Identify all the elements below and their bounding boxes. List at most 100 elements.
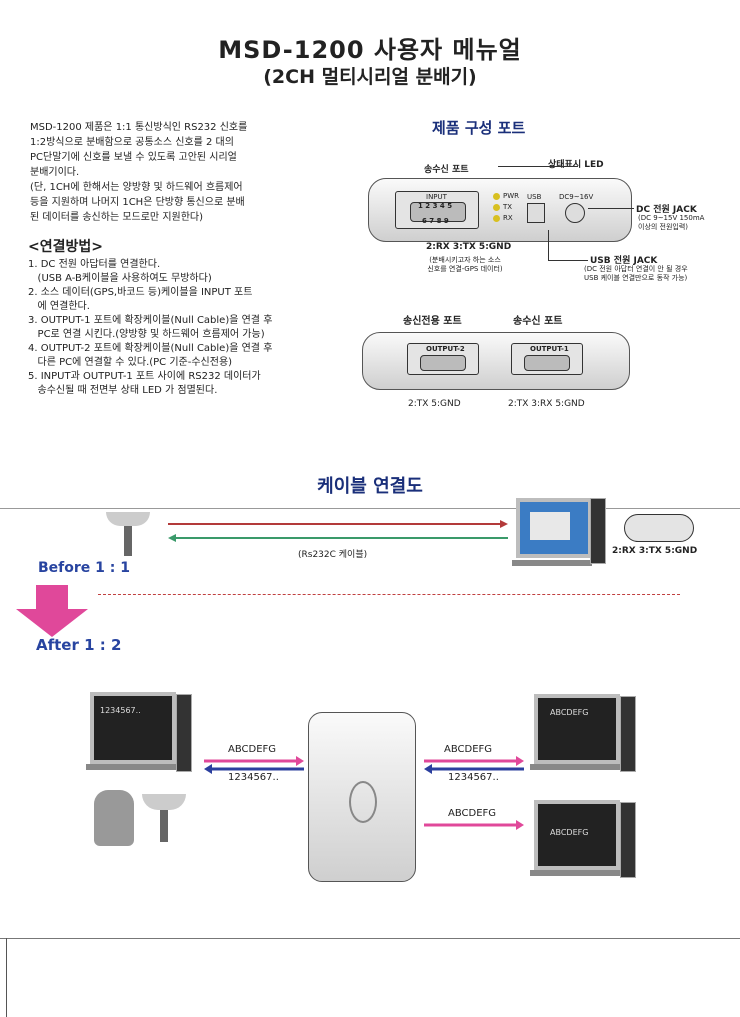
rear-pin-map-left: 2:TX 5:GND <box>408 399 461 409</box>
output2-label: OUTPUT-2 <box>426 345 465 353</box>
monitor-text: ABCDEFG <box>550 708 589 717</box>
step-line: 4. OUTPUT-2 포트에 확장케이블(Null Cable)을 연결 후 <box>28 343 273 354</box>
led-label: TX <box>503 203 513 211</box>
before-label: Before 1 : 1 <box>38 560 130 576</box>
scan-edge <box>6 938 7 1017</box>
scanner-stand-pole <box>160 810 168 842</box>
leader-line <box>588 208 634 209</box>
db9-connector <box>420 355 466 371</box>
down-arrow-icon <box>16 585 88 637</box>
txrx-port-label: 송수신 포트 <box>424 165 469 175</box>
db9-connector <box>524 355 570 371</box>
tx-only-port-label: 송신전용 포트 <box>403 316 462 327</box>
dc-jack-note: (DC 9~15V 150mA 이상의 전원입력) <box>638 214 705 231</box>
output1-label: OUTPUT-1 <box>530 345 569 353</box>
keyboard-icon <box>530 870 620 876</box>
usb-label: USB <box>527 193 542 201</box>
device-top-view <box>308 712 416 882</box>
arrow-right-icon <box>168 520 508 528</box>
arrow-label: ABCDEFG <box>448 808 497 819</box>
usb-jack-note: (DC 전원 아답터 연결이 안 될 경우 USB 케이블 연결만으로 동작 가… <box>584 265 688 282</box>
dashed-divider <box>98 594 680 595</box>
step-line: 2. 소스 데이터(GPS,바코드 등)케이블을 INPUT 포트 <box>28 287 253 298</box>
arrow-red <box>168 520 508 528</box>
db9-connector <box>410 202 466 222</box>
status-led-label: 상태표시 LED <box>548 160 604 170</box>
leader-line <box>548 260 588 261</box>
arrow-right-icon <box>204 756 304 766</box>
front-pin-map: 2:RX 3:TX 5:GND <box>426 242 512 252</box>
arrow-right-icon <box>424 820 524 830</box>
page-subtitle: (2CH 멀티시리얼 분배기) <box>263 66 477 88</box>
dc-jack-icon <box>565 203 585 223</box>
monitor-text: 1234567.. <box>100 706 141 715</box>
usb-jack-label: USB 전원 JACK <box>590 256 658 266</box>
leader-line <box>548 230 549 260</box>
window-icon <box>530 512 570 540</box>
after-label: After 1 : 2 <box>36 636 122 654</box>
output1-port: OUTPUT-1 <box>511 343 583 375</box>
step-line: 다른 PC에 연결할 수 있다.(PC 기준-수신전용) <box>28 357 233 368</box>
arrow-label: ABCDEFG <box>228 744 277 755</box>
arrow-left-icon <box>204 764 304 774</box>
device-rear: OUTPUT-2 OUTPUT-1 <box>362 332 630 390</box>
dc-jack-label: DC 전원 JACK <box>636 205 697 215</box>
barcode-scanner-icon <box>94 790 134 846</box>
arrow-label: 1234567.. <box>448 772 499 783</box>
leader-line <box>498 166 578 167</box>
arrow-green <box>168 534 508 542</box>
keyboard-icon <box>86 764 176 770</box>
connection-heading: <연결방법> <box>28 239 103 255</box>
led-pwr-icon <box>493 193 500 200</box>
led-rx-icon <box>493 215 500 222</box>
cable-label: (Rs232C 케이블) <box>298 550 368 560</box>
input-port-label: INPUT <box>426 193 447 201</box>
scanner-stand-pole <box>124 526 132 556</box>
step-line: (USB A-B케이블을 사용하여도 무방하다) <box>28 273 212 284</box>
pc-tower-icon <box>620 696 636 772</box>
pc-tower-icon <box>176 694 192 772</box>
device-logo-icon <box>349 781 377 823</box>
led-label: RX <box>503 214 513 222</box>
arrow-left-icon <box>424 764 524 774</box>
step-line: 3. OUTPUT-1 포트에 확장케이블(Null Cable)을 연결 후 <box>28 315 273 326</box>
device-front: INPUT 1 2 3 4 5 6 7 8 9 PWR TX RX USB DC… <box>368 178 632 242</box>
scanner-stand-icon <box>106 512 150 526</box>
cable-pin-map: 2:RX 3:TX 5:GND <box>612 546 698 556</box>
front-pin-note: (분배시키고자 하는 소스 신호를 연결-GPS 데이터) <box>427 256 503 273</box>
pc-tower-icon <box>590 498 606 564</box>
input-port: INPUT 1 2 3 4 5 6 7 8 9 <box>395 191 479 229</box>
step-line: 에 연결한다. <box>28 301 90 312</box>
divider <box>0 508 740 509</box>
keyboard-icon <box>512 560 592 566</box>
step-line: 송수신될 때 전면부 상태 LED 가 점멸된다. <box>28 385 218 396</box>
led-tx-icon <box>493 204 500 211</box>
arrow-left-icon <box>168 534 508 542</box>
led-label: PWR <box>503 192 520 200</box>
monitor-text: ABCDEFG <box>550 828 589 837</box>
arrow-right-icon <box>424 756 524 766</box>
scanner-stand-icon <box>142 794 186 810</box>
rear-pin-map-right: 2:TX 3:RX 5:GND <box>508 399 585 409</box>
dc-label: DC9~16V <box>559 193 594 201</box>
monitor-icon: ABCDEFG <box>534 800 620 870</box>
monitor-icon: ABCDEFG <box>534 694 620 764</box>
pc-tower-icon <box>620 802 636 878</box>
arrow-label: 1234567.. <box>228 772 279 783</box>
monitor-icon <box>516 498 592 558</box>
page-title: MSD-1200 사용자 메뉴얼 <box>218 36 522 64</box>
pins-bottom: 6 7 8 9 <box>422 217 449 225</box>
step-line: PC로 연결 시킨다.(양방향 및 하드웨어 흐름제어 가능) <box>28 329 265 340</box>
arrow-label: ABCDEFG <box>444 744 493 755</box>
step-line: 1. DC 전원 아답터를 연결한다. <box>28 259 161 270</box>
intro-paragraph: MSD-1200 제품은 1:1 통신방식인 RS232 신호를 1:2방식으로… <box>30 122 248 223</box>
output2-port: OUTPUT-2 <box>407 343 479 375</box>
db9-cable-end <box>624 514 694 542</box>
pins-top: 1 2 3 4 5 <box>418 202 453 210</box>
cable-diagram-title: 케이블 연결도 <box>317 476 423 497</box>
divider <box>0 938 740 939</box>
usb-port-icon <box>527 203 545 223</box>
product-ports-title: 제품 구성 포트 <box>432 119 526 137</box>
rear-txrx-port-label: 송수신 포트 <box>513 316 563 327</box>
monitor-icon: 1234567.. <box>90 692 176 764</box>
